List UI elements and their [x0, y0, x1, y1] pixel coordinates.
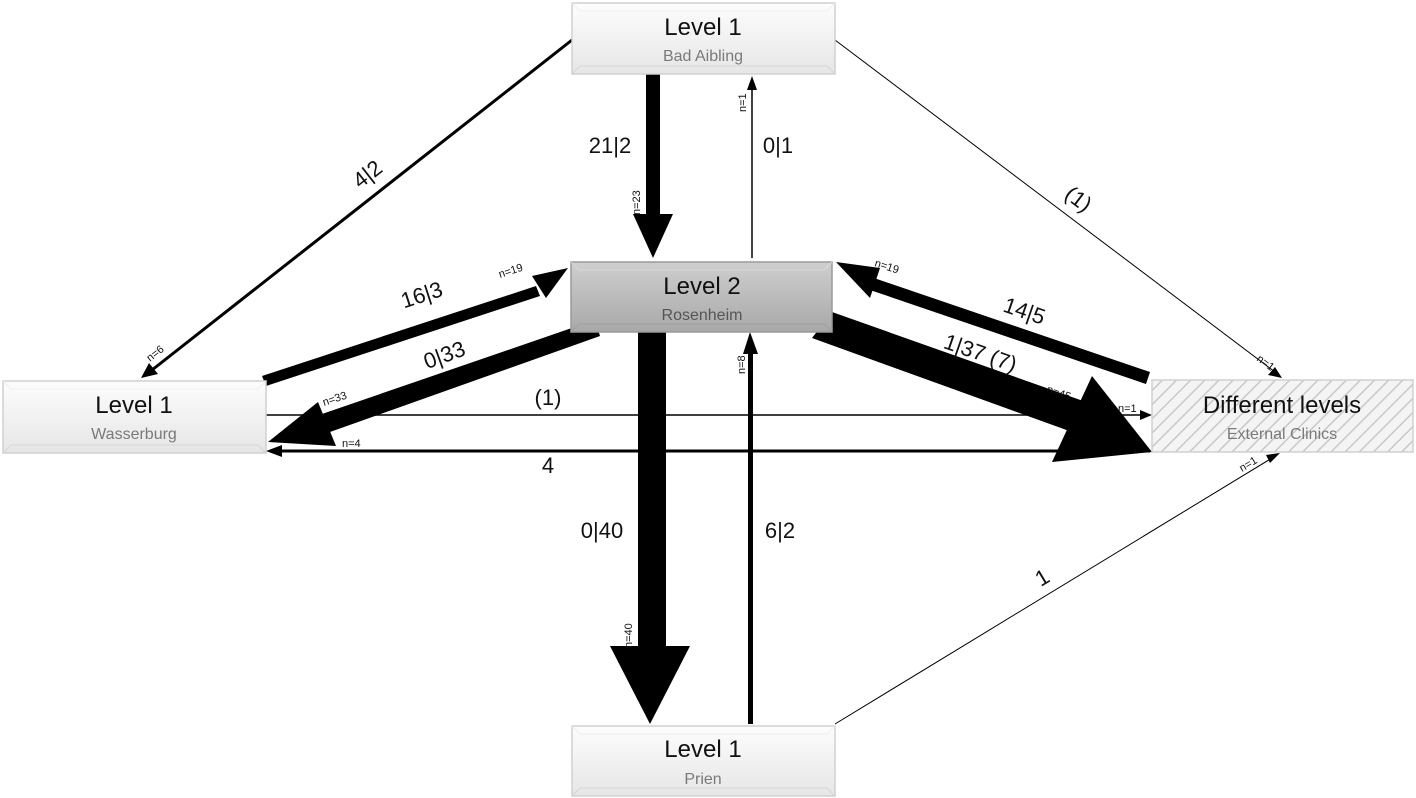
edge-prien-to-rosenheim — [743, 332, 758, 724]
node-bad-aibling: Level 1 Bad Aibling — [571, 2, 836, 75]
node-title: Different levels — [1203, 392, 1361, 419]
edge-rosenheim-to-wasserburg — [268, 320, 600, 446]
node-subtitle: Prien — [684, 771, 721, 788]
n-label-rosenheim-to-prien: n=40 — [623, 623, 635, 648]
edge-label-badaibling-to-external: (1) — [1060, 181, 1097, 217]
node-title: Level 1 — [95, 392, 172, 419]
edge-label-prien-to-rosenheim: 6|2 — [765, 518, 795, 543]
edge-labels-layer: 21|2 0|1 4|2 (1) 16|3 0|33 14|5 1|37 (7)… — [348, 133, 1097, 591]
edge-label-rosenheim-to-prien: 0|40 — [581, 518, 623, 543]
node-title: Level 1 — [664, 14, 741, 41]
edge-badaibling-to-wasserburg — [141, 38, 573, 378]
n-label-badaibling-to-rosenheim: n=23 — [631, 190, 643, 215]
node-rosenheim: Level 2 Rosenheim — [570, 261, 833, 333]
edge-label-badaibling-to-wasserburg: 4|2 — [348, 155, 387, 193]
n-label-external-to-wasserburg: n=4 — [342, 438, 361, 450]
edge-external-to-wasserburg — [266, 445, 1150, 457]
n-label-wasserburg-to-rosenheim: n=19 — [497, 262, 524, 281]
node-subtitle: External Clinics — [1227, 426, 1337, 443]
n-label-prien-to-external: n=1 — [1237, 455, 1259, 475]
node-subtitle: Bad Aibling — [663, 48, 743, 65]
n-label-rosenheim-to-badaibling: n=1 — [737, 93, 749, 112]
edge-label-rosenheim-to-badaibling: 0|1 — [763, 133, 793, 158]
node-subtitle: Wasserburg — [91, 426, 177, 443]
node-wasserburg: Level 1 Wasserburg — [2, 380, 267, 454]
node-title: Level 2 — [663, 273, 740, 300]
edge-label-prien-to-external: 1 — [1030, 564, 1053, 592]
edge-label-wasserburg-to-rosenheim: 16|3 — [398, 276, 446, 313]
node-external-clinics: Different levels External Clinics — [1151, 379, 1414, 453]
edge-rosenheim-to-external — [812, 312, 1152, 462]
edge-badaibling-to-rosenheim — [633, 74, 673, 258]
edge-prien-to-external — [834, 453, 1280, 725]
edge-external-to-rosenheim — [836, 262, 1150, 384]
edge-wasserburg-to-rosenheim — [262, 268, 568, 386]
edge-label-external-to-wasserburg: 4 — [542, 453, 554, 478]
edge-wasserburg-to-external — [266, 410, 1152, 420]
edges-layer — [141, 38, 1282, 725]
node-title: Level 1 — [664, 736, 741, 763]
n-label-wasserburg-to-external: n=1 — [1118, 403, 1137, 415]
edge-rosenheim-to-badaibling — [747, 76, 757, 258]
n-labels-layer: n=23 n=1 n=6 n=1 n=19 n=33 n=19 n=45 n=1… — [144, 93, 1276, 648]
edge-rosenheim-to-prien — [610, 332, 690, 724]
node-prien: Level 1 Prien — [571, 725, 836, 797]
n-label-prien-to-rosenheim: n=8 — [736, 355, 748, 374]
edge-label-badaibling-to-rosenheim: 21|2 — [589, 133, 631, 158]
n-label-rosenheim-to-wasserburg: n=33 — [321, 390, 348, 409]
node-subtitle: Rosenheim — [662, 307, 743, 324]
edge-label-wasserburg-to-external: (1) — [535, 385, 562, 410]
edge-badaibling-to-external — [834, 39, 1282, 378]
